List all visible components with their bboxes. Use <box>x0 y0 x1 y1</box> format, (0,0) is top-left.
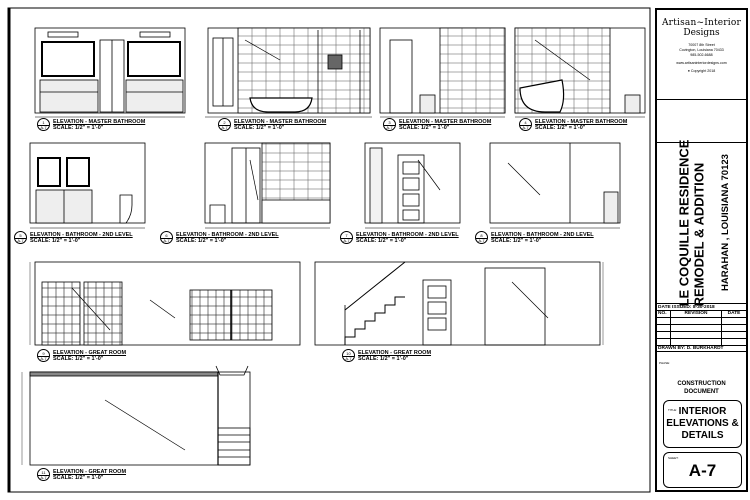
elevation-2-drawing <box>205 27 372 118</box>
sheet-number-box: SHEET: A-7 <box>663 452 742 488</box>
firm-website: www.artisaninteriordesigns.com <box>676 61 727 65</box>
copyright-text: Copyright 2018 <box>690 69 716 73</box>
elevation-10-drawing <box>314 261 604 346</box>
sheet-number: A-7 <box>688 461 717 480</box>
date-issued: DATE ISSUED: 8-30-2018 <box>657 303 746 310</box>
col-revision: REVISION <box>671 311 722 317</box>
phase-label: PHASE: <box>659 361 671 365</box>
elevation-1-drawing <box>34 27 186 118</box>
copyright: ● Copyright 2018 <box>657 69 746 74</box>
col-no: NO. <box>657 311 671 317</box>
project-info: LE COQUILLE RESIDENCE REMODEL & ADDITION… <box>657 139 746 306</box>
project-location: HARAHAN , LOUISIANA 70123 <box>720 154 732 291</box>
elevation-5-drawing <box>29 142 146 229</box>
project-scope: REMODEL & ADDITION <box>691 162 707 306</box>
firm-name-2: Designs <box>683 28 720 38</box>
drawn-by: DRAWN BY: D. BURKHARDT <box>657 345 746 352</box>
revision-table: DATE ISSUED: 8-30-2018 NO.REVISION DATE D… <box>657 303 746 352</box>
elevation-11-drawing <box>21 365 251 466</box>
firm-phone: 985-502-6688 <box>690 53 713 57</box>
elevation-3-drawing <box>379 27 506 118</box>
elevation-6-drawing <box>204 142 331 229</box>
firm-address: 70007 8th Street <box>688 43 715 47</box>
firm-city: Covington, Louisiana 70433 <box>679 48 724 52</box>
title-block: Artisan~Interior Designs 70007 8th Stree… <box>655 8 748 492</box>
elevation-8-drawing <box>489 142 621 229</box>
copyright-icon: ● <box>687 69 690 73</box>
firm-logo: Artisan~Interior Designs 70007 8th Stree… <box>657 10 746 100</box>
col-date: DATE <box>727 311 741 316</box>
elevation-7-drawing <box>364 142 461 229</box>
project-name: LE COQUILLE RESIDENCE <box>676 139 692 306</box>
elevation-9-drawing <box>29 261 301 346</box>
annotation-leaders <box>71 39 591 451</box>
firm-name: Artisan~Interior <box>661 18 741 28</box>
elevation-4-drawing <box>514 27 646 118</box>
